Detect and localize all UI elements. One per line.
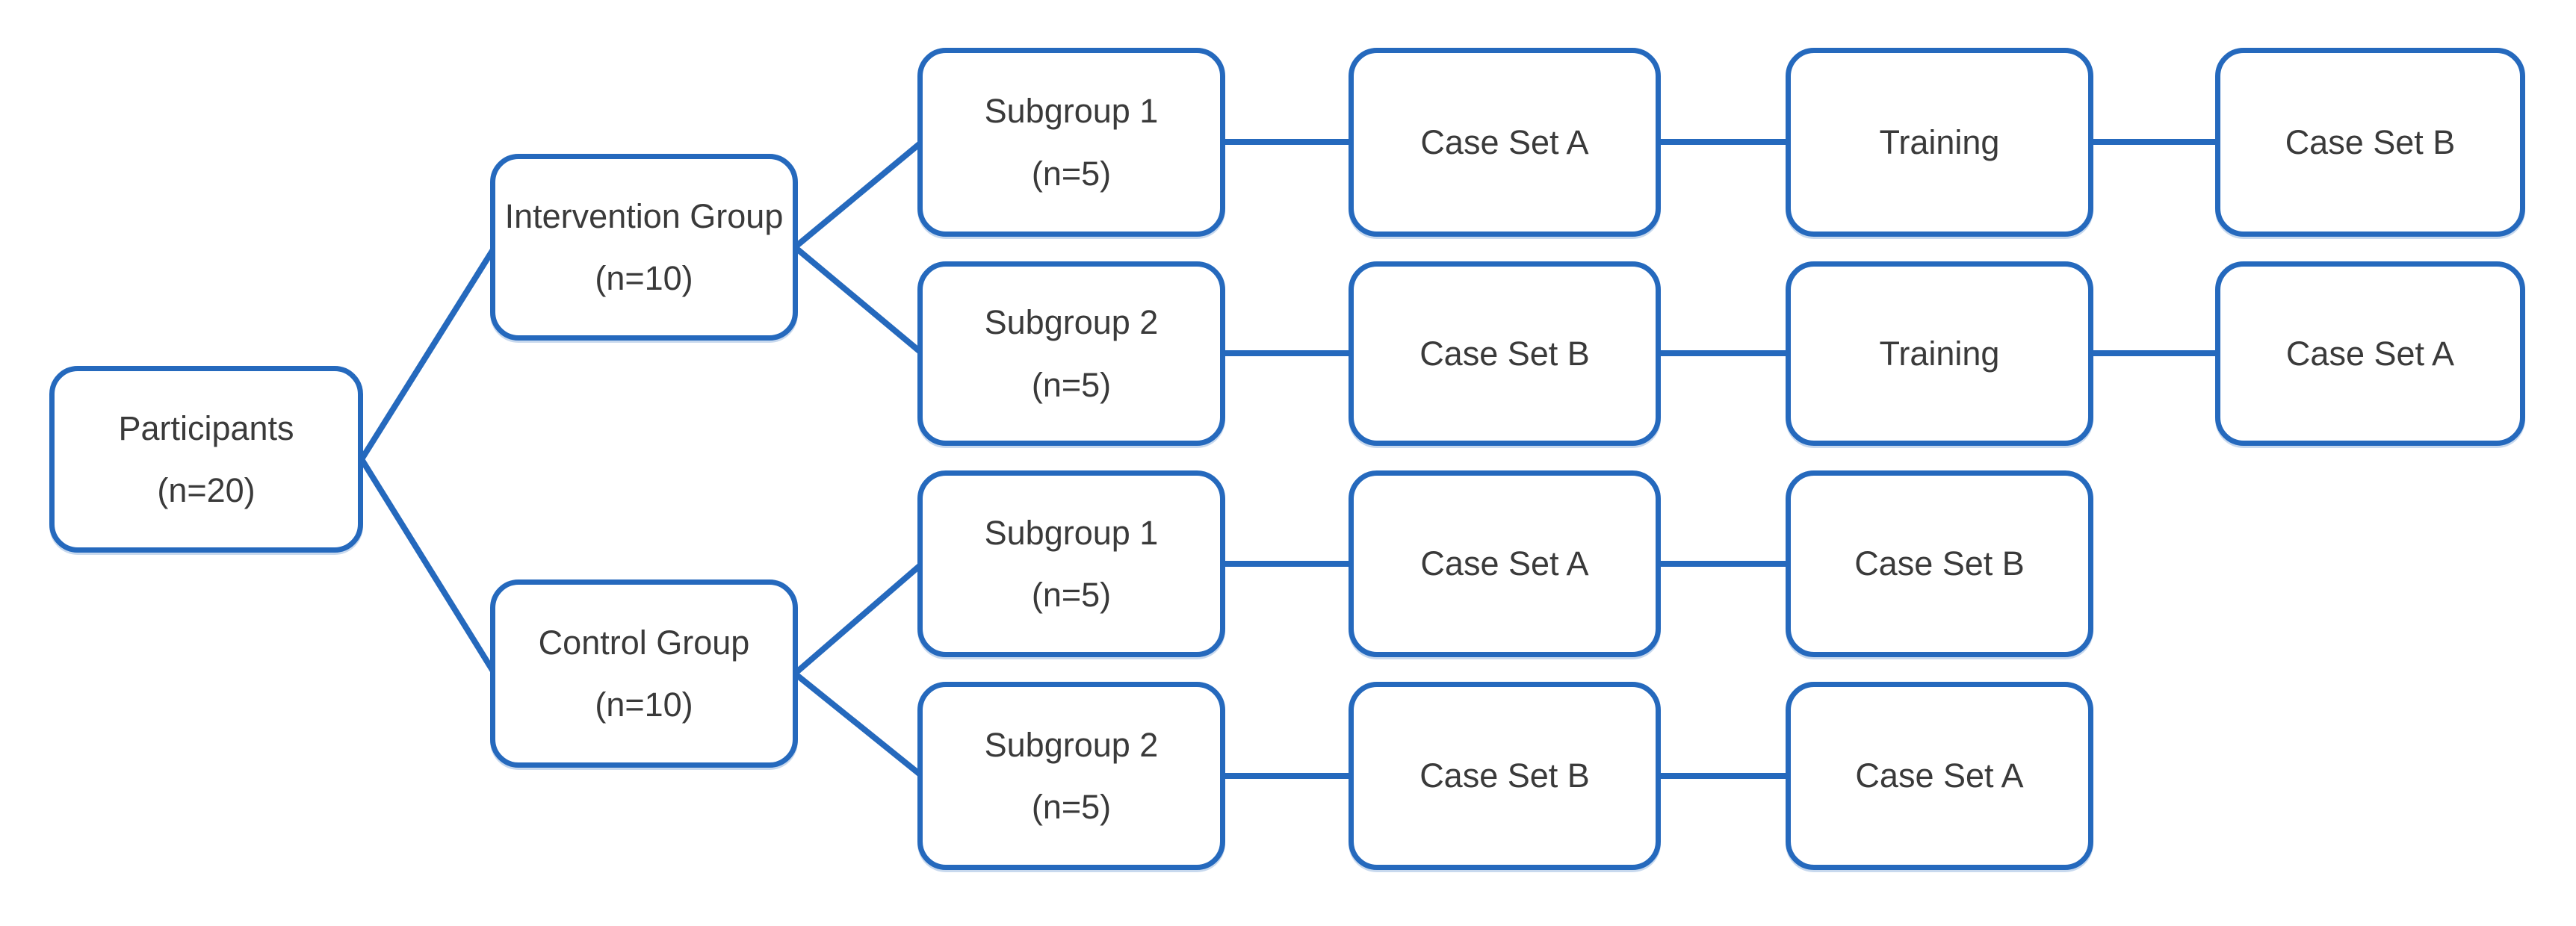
node-row2-case-set-a-label: Case Set A: [2285, 334, 2455, 373]
node-participants: Participants (n=20): [49, 366, 363, 553]
edge-participants-intervention-group: [359, 244, 498, 462]
node-row4-case-set-a-label: Case Set A: [1855, 756, 2024, 795]
node-row4-case-set-b-label: Case Set B: [1419, 756, 1590, 795]
node-control-subgroup-1-sublabel: (n=5): [1031, 576, 1112, 614]
node-row3-case-set-a-label: Case Set A: [1420, 544, 1589, 583]
edge-intervention-group-subgroup-1: [792, 139, 925, 250]
node-intervention-subgroup-2-sublabel: (n=5): [1031, 365, 1112, 404]
node-row1-case-set-b: Case Set B: [2215, 48, 2525, 237]
node-control-subgroup-2: Subgroup 2 (n=5): [917, 682, 1225, 870]
node-row4-case-set-b: Case Set B: [1349, 682, 1661, 870]
node-intervention-subgroup-1-sublabel: (n=5): [1031, 154, 1112, 193]
node-row1-case-set-a: Case Set A: [1349, 48, 1661, 237]
node-intervention-subgroup-1: Subgroup 1 (n=5): [917, 48, 1225, 237]
node-row1-training: Training: [1786, 48, 2093, 237]
node-row1-case-set-a-label: Case Set A: [1420, 122, 1589, 161]
node-row3-case-set-b-label: Case Set B: [1854, 544, 2025, 583]
node-intervention-group-sublabel: (n=10): [595, 259, 693, 297]
node-row1-case-set-b-label: Case Set B: [2285, 122, 2456, 161]
edge-control-group-subgroup-2: [792, 671, 925, 779]
node-row2-case-set-b: Case Set B: [1349, 261, 1661, 446]
node-row2-case-set-b-label: Case Set B: [1419, 334, 1590, 373]
node-control-group-label: Control Group: [538, 623, 750, 662]
node-control-subgroup-1-label: Subgroup 1: [984, 513, 1159, 552]
node-row2-training: Training: [1786, 261, 2093, 446]
node-intervention-subgroup-1-label: Subgroup 1: [984, 92, 1159, 131]
node-control-subgroup-2-sublabel: (n=5): [1031, 788, 1112, 826]
edge-control-group-subgroup-1: [792, 561, 925, 677]
edge-intervention-group-subgroup-2: [792, 244, 925, 356]
node-row3-case-set-a: Case Set A: [1349, 470, 1661, 657]
node-row1-training-label: Training: [1879, 122, 2000, 161]
node-control-subgroup-2-label: Subgroup 2: [984, 725, 1159, 764]
node-control-subgroup-1: Subgroup 1 (n=5): [917, 470, 1225, 657]
node-participants-label: Participants: [118, 408, 294, 447]
node-intervention-subgroup-2: Subgroup 2 (n=5): [917, 261, 1225, 446]
node-control-group-sublabel: (n=10): [595, 686, 693, 724]
node-participants-sublabel: (n=20): [157, 471, 256, 509]
node-row2-case-set-a: Case Set A: [2215, 261, 2525, 446]
node-intervention-subgroup-2-label: Subgroup 2: [984, 303, 1159, 342]
node-row4-case-set-a: Case Set A: [1786, 682, 2093, 870]
node-row3-case-set-b: Case Set B: [1786, 470, 2093, 657]
edge-participants-control-group: [359, 456, 498, 677]
node-intervention-group: Intervention Group (n=10): [490, 154, 798, 341]
node-row2-training-label: Training: [1879, 334, 2000, 373]
node-control-group: Control Group (n=10): [490, 579, 798, 768]
node-intervention-group-label: Intervention Group: [504, 196, 784, 235]
